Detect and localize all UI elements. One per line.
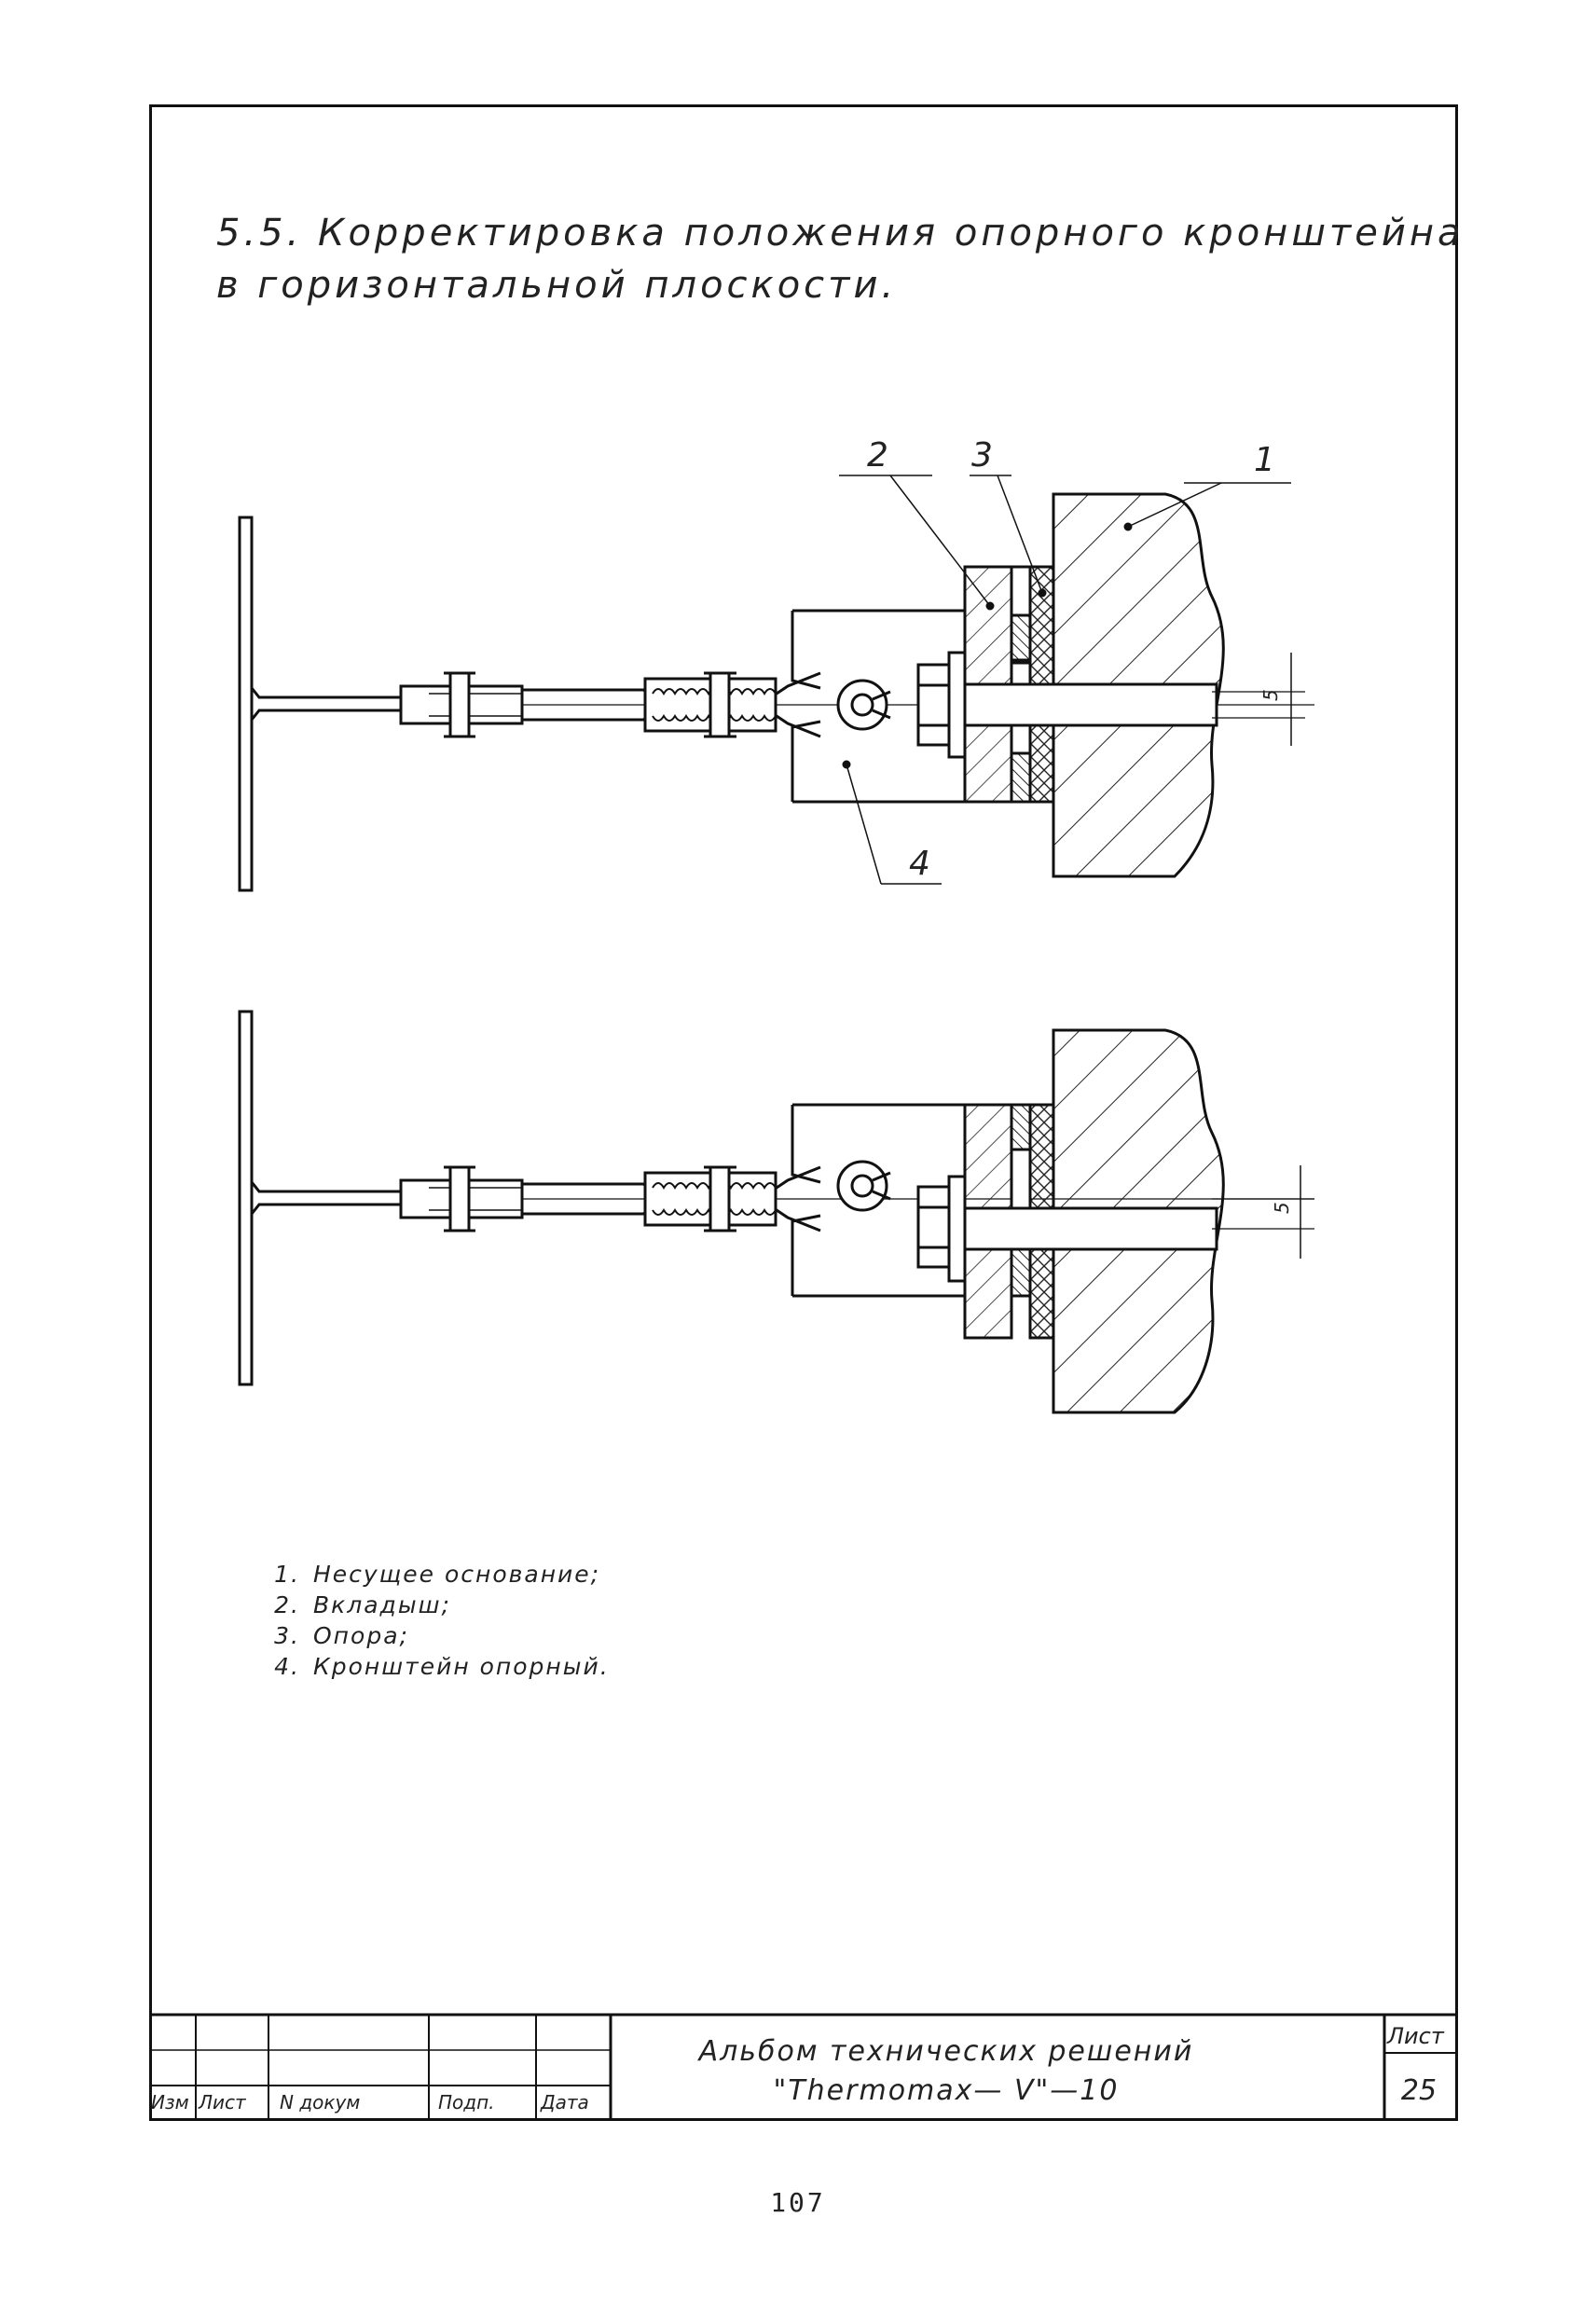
title-block-text: Изм Лист N докум Подп. Дата Альбом техни… [151, 2023, 1445, 2113]
column-list: Лист [198, 2091, 247, 2113]
legend-item: 3. Опора; [254, 1620, 610, 1651]
legend-item: 1. Несущее основание; [254, 1559, 610, 1590]
callout-labels-top: 2 3 1 4 5 [867, 436, 1282, 883]
t-profile-web [250, 687, 401, 699]
column-date: Дата [540, 2091, 589, 2113]
legend-number: 1. [274, 1561, 300, 1588]
legend-number: 2. [274, 1591, 300, 1618]
legend-text: Несущее основание; [313, 1561, 601, 1588]
legend-text: Кронштейн опорный. [313, 1653, 610, 1680]
support-bracket [791, 611, 821, 690]
washer [947, 651, 967, 759]
bracket-eye [836, 679, 888, 731]
legend-item: 4. Кронштейн опорный. [254, 1651, 610, 1682]
legend-text: Опора; [313, 1622, 409, 1649]
title-block [149, 2013, 1458, 2121]
title-line-2: в горизонтальной плоскости. [216, 264, 898, 307]
album-title-line-1: Альбом технических решений [697, 2035, 1194, 2068]
support-part-lower [1010, 751, 1032, 804]
column-izm: Изм [151, 2091, 189, 2113]
sheet-number: 25 [1401, 2074, 1437, 2107]
dimension-label-bottom: 5 [1271, 1202, 1293, 1214]
drawing-frame [149, 104, 1458, 2121]
dimension-label-top: 5 [1259, 689, 1282, 701]
title-line-1: 5.5. Корректировка положения опорного кр… [216, 212, 1465, 255]
screw-right [709, 671, 731, 738]
assembly-bottom [238, 1010, 1314, 1414]
assembly-top [238, 475, 1314, 892]
callout-1: 1 [1254, 441, 1275, 479]
legend-number: 4. [274, 1653, 300, 1680]
page-number: 107 [770, 2187, 826, 2218]
column-signature: Подп. [438, 2091, 495, 2113]
column-document: N докум [280, 2091, 360, 2113]
bolt-head [916, 663, 951, 747]
page-title: 5.5. Корректировка положения опорного кр… [216, 207, 1464, 311]
callout-2: 2 [867, 436, 888, 475]
parts-legend: 1. Несущее основание; 2. Вкладыш; 3. Опора;… [254, 1559, 610, 1682]
legend-text: Вкладыш; [313, 1591, 451, 1618]
t-profile-flange-2 [238, 1010, 254, 1386]
anchor-bolt [963, 682, 1218, 727]
callout-3: 3 [971, 436, 993, 475]
callout-4: 4 [909, 845, 930, 883]
screw-left [448, 671, 471, 738]
t-profile-flange [238, 516, 254, 892]
album-title-line-2: "Thermomax— V"—10 [774, 2074, 1120, 2107]
legend-item: 2. Вкладыш; [254, 1590, 610, 1620]
legend-number: 3. [274, 1622, 300, 1649]
sheet-label: Лист [1386, 2023, 1445, 2049]
